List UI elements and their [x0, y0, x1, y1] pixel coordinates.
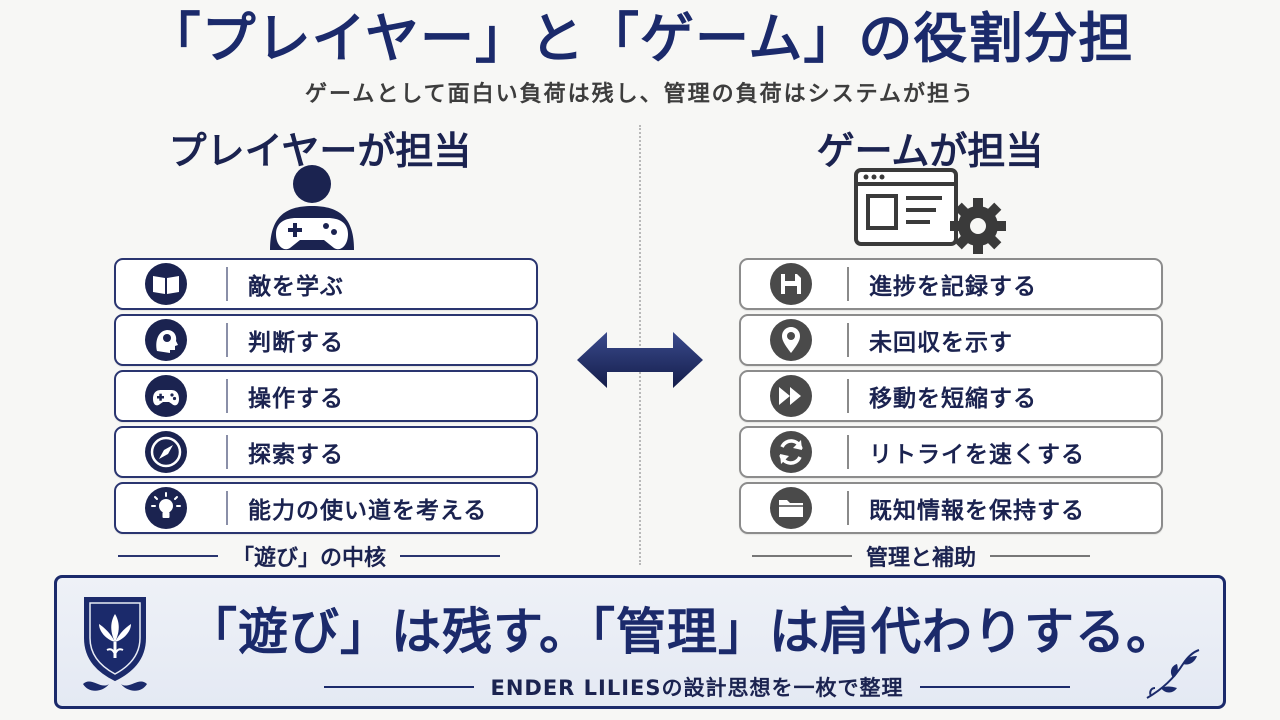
game-heading: ゲームが担当 — [816, 129, 1044, 173]
player-heading: プレイヤーが担当 — [168, 129, 472, 173]
caption-text: 管理と補助 — [866, 546, 977, 571]
player-item-learn-enemies: 敵を学ぶ — [114, 258, 538, 310]
compass-icon — [145, 431, 187, 473]
game-item-fast-retry: リトライを速くする — [739, 426, 1163, 478]
center-divider — [639, 125, 641, 565]
page-subtitle: ゲームとして面白い負荷は残し、管理の負荷はシステムが担う — [304, 82, 976, 107]
player-item-explore: 探索する — [114, 426, 538, 478]
banner-headline: 「遊び」は残す。「管理」は肩代わりする。 — [187, 603, 1177, 661]
double-arrow-icon — [577, 332, 703, 388]
thinking-head-icon — [145, 319, 187, 361]
gamer-icon — [270, 165, 354, 250]
item-label: 能力の使い道を考える — [248, 498, 488, 524]
item-label: 探索する — [248, 442, 344, 468]
fast-forward-icon — [770, 375, 812, 417]
lily-crest-icon — [83, 597, 147, 691]
banner-footer: ENDER LILIESの設計思想を一枚で整理 — [247, 672, 1147, 702]
lightbulb-icon — [145, 487, 187, 529]
item-label: リトライを速くする — [869, 442, 1085, 468]
floral-flourish-icon — [1146, 649, 1200, 699]
game-item-keep-known-info: 既知情報を保持する — [739, 482, 1163, 534]
gamepad-icon — [145, 375, 187, 417]
game-item-show-uncollected: 未回収を示す — [739, 314, 1163, 366]
game-caption: 管理と補助 — [752, 540, 1091, 572]
game-item-record-progress: 進捗を記録する — [739, 258, 1163, 310]
page-title: 「プレイヤー」と「ゲーム」の役割分担 — [146, 7, 1134, 70]
save-disk-icon — [770, 263, 812, 305]
folder-icon — [770, 487, 812, 529]
item-label: 移動を短縮する — [869, 386, 1037, 412]
player-item-operate: 操作する — [114, 370, 538, 422]
item-label: 既知情報を保持する — [869, 498, 1085, 524]
player-task-list: 敵を学ぶ 判断する 操作する — [114, 258, 538, 538]
refresh-icon — [770, 431, 812, 473]
player-item-judge: 判断する — [114, 314, 538, 366]
item-label: 敵を学ぶ — [248, 274, 344, 300]
game-task-list: 進捗を記録する 未回収を示す 移動を短縮する — [739, 258, 1163, 538]
banner-footer-text: ENDER LILIESの設計思想を一枚で整理 — [490, 676, 904, 700]
item-label: 操作する — [248, 386, 344, 412]
caption-text: 「遊び」の中核 — [232, 546, 387, 571]
summary-banner: 「遊び」は残す。「管理」は肩代わりする。 ENDER LILIESの設計思想を一… — [54, 575, 1226, 709]
item-label: 判断する — [248, 330, 344, 356]
player-item-ability-use: 能力の使い道を考える — [114, 482, 538, 534]
item-label: 進捗を記録する — [869, 274, 1037, 300]
book-icon — [145, 263, 187, 305]
player-caption: 「遊び」の中核 — [118, 540, 501, 572]
map-pin-icon — [770, 319, 812, 361]
item-label: 未回収を示す — [869, 330, 1013, 356]
system-window-gear-icon — [854, 168, 1006, 254]
game-item-shorten-travel: 移動を短縮する — [739, 370, 1163, 422]
